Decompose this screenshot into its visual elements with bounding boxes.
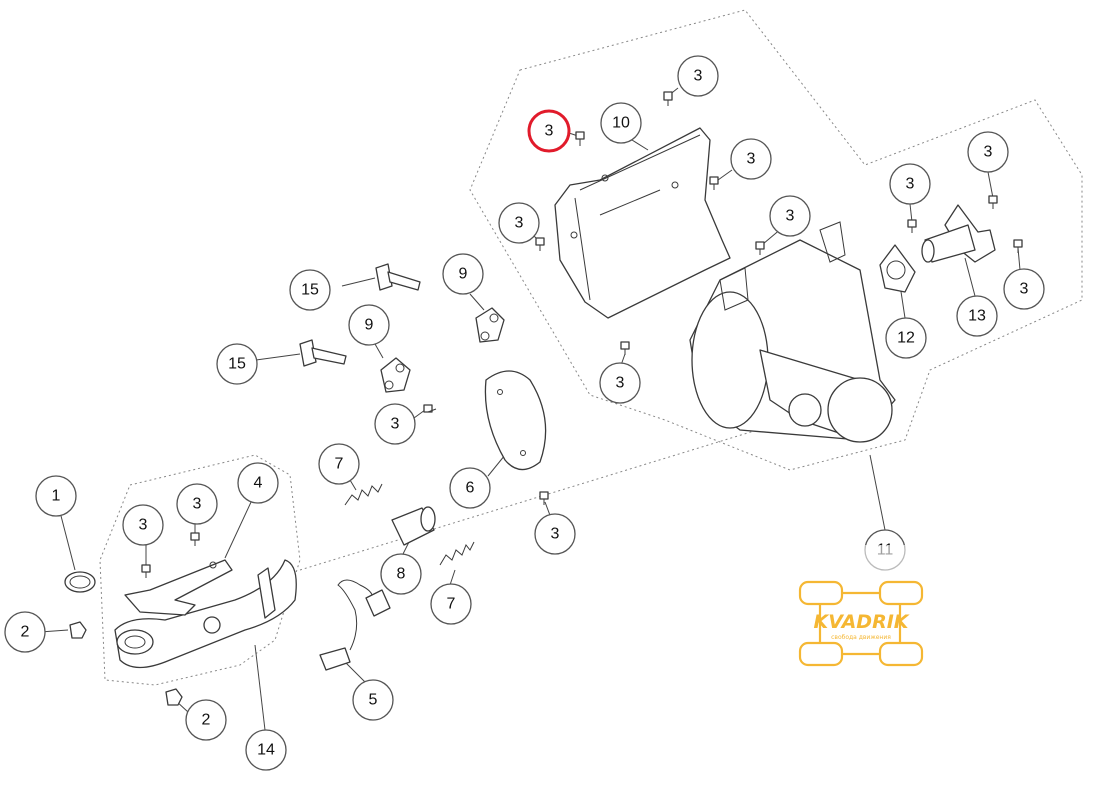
svg-text:3: 3	[139, 517, 148, 534]
sensor-5-part	[319, 579, 391, 671]
svg-text:3: 3	[193, 496, 202, 513]
callout-14: 14	[245, 729, 287, 771]
callout-12: 12	[885, 317, 927, 359]
callout-6: 6	[449, 467, 491, 509]
nut-2-parts	[69, 621, 183, 706]
bolt-15-parts	[299, 263, 421, 367]
callout-3-highlighted: 3	[527, 109, 571, 153]
callout-3: 3	[769, 195, 811, 237]
callout-3: 3	[677, 55, 719, 97]
callout-5: 5	[352, 679, 394, 721]
svg-text:3: 3	[616, 375, 625, 392]
svg-text:10: 10	[612, 115, 630, 132]
svg-text:3: 3	[515, 215, 524, 232]
svg-text:3: 3	[906, 176, 915, 193]
o-ring-1-part	[64, 571, 96, 593]
svg-text:9: 9	[365, 317, 374, 334]
svg-text:3: 3	[747, 151, 756, 168]
callout-3: 3	[534, 513, 576, 555]
callout-3: 3	[889, 163, 931, 205]
highlight-ring	[527, 109, 571, 153]
svg-text:8: 8	[397, 566, 406, 583]
gasket-6-part	[484, 370, 547, 471]
sleeve-8-part	[391, 506, 436, 546]
svg-text:3: 3	[545, 123, 554, 140]
svg-text:13: 13	[968, 308, 986, 325]
logo-tagline: свобода движения	[831, 634, 891, 641]
callout-2: 2	[185, 699, 227, 741]
svg-text:3: 3	[786, 208, 795, 225]
svg-text:1: 1	[52, 488, 61, 505]
svg-text:14: 14	[257, 742, 275, 759]
callout-3: 3	[498, 202, 540, 244]
callout-9: 9	[348, 304, 390, 346]
svg-text:5: 5	[369, 692, 378, 709]
heat-shield-part	[554, 127, 731, 319]
callout-7: 7	[430, 583, 472, 625]
callout-1: 1	[35, 475, 77, 517]
screw-parts	[141, 91, 1023, 578]
kvadrik-logo: KVADRIK свобода движения	[710, 545, 1000, 695]
svg-text:9: 9	[459, 266, 468, 283]
callout-3: 3	[730, 138, 772, 180]
svg-text:15: 15	[228, 356, 246, 373]
callout-3: 3	[122, 504, 164, 546]
callout-3: 3	[599, 362, 641, 404]
muffler-group-outline	[469, 9, 1083, 471]
callout-3: 3	[1003, 268, 1045, 310]
svg-text:3: 3	[694, 68, 703, 85]
svg-text:4: 4	[254, 475, 263, 492]
svg-text:3: 3	[984, 144, 993, 161]
callout-9: 9	[442, 253, 484, 295]
callout-2: 2	[4, 611, 46, 653]
logo-name: KVADRIK	[813, 611, 909, 633]
muffler-part	[689, 221, 896, 443]
callout-10: 10	[600, 102, 642, 144]
svg-text:7: 7	[335, 456, 344, 473]
header-pipe-14-part	[114, 559, 297, 669]
callout-4: 4	[237, 462, 279, 504]
svg-text:12: 12	[897, 330, 915, 347]
spring-7-parts	[344, 483, 475, 566]
tailpipe-13-part	[921, 204, 996, 263]
svg-text:2: 2	[202, 712, 211, 729]
svg-text:2: 2	[21, 624, 30, 641]
callout-3: 3	[176, 483, 218, 525]
callout-7: 7	[318, 443, 360, 485]
callout-15: 15	[289, 269, 331, 311]
svg-text:6: 6	[466, 480, 475, 497]
callout-13: 13	[956, 295, 998, 337]
callout-8: 8	[380, 553, 422, 595]
callout-15: 15	[216, 343, 258, 385]
bracket-9-parts	[380, 307, 505, 393]
bracket-4-part	[124, 559, 233, 616]
svg-text:3: 3	[551, 526, 560, 543]
svg-text:15: 15	[301, 282, 319, 299]
callout-labels: 3 3 10 3 3 3 3 3 3 12 13 15 9 15 9 3 3 7…	[4, 55, 1045, 771]
gasket-12-part	[879, 244, 916, 293]
svg-text:3: 3	[1020, 281, 1029, 298]
callout-3: 3	[967, 131, 1009, 173]
svg-text:7: 7	[447, 596, 456, 613]
svg-text:3: 3	[391, 416, 400, 433]
callout-3: 3	[374, 403, 416, 445]
